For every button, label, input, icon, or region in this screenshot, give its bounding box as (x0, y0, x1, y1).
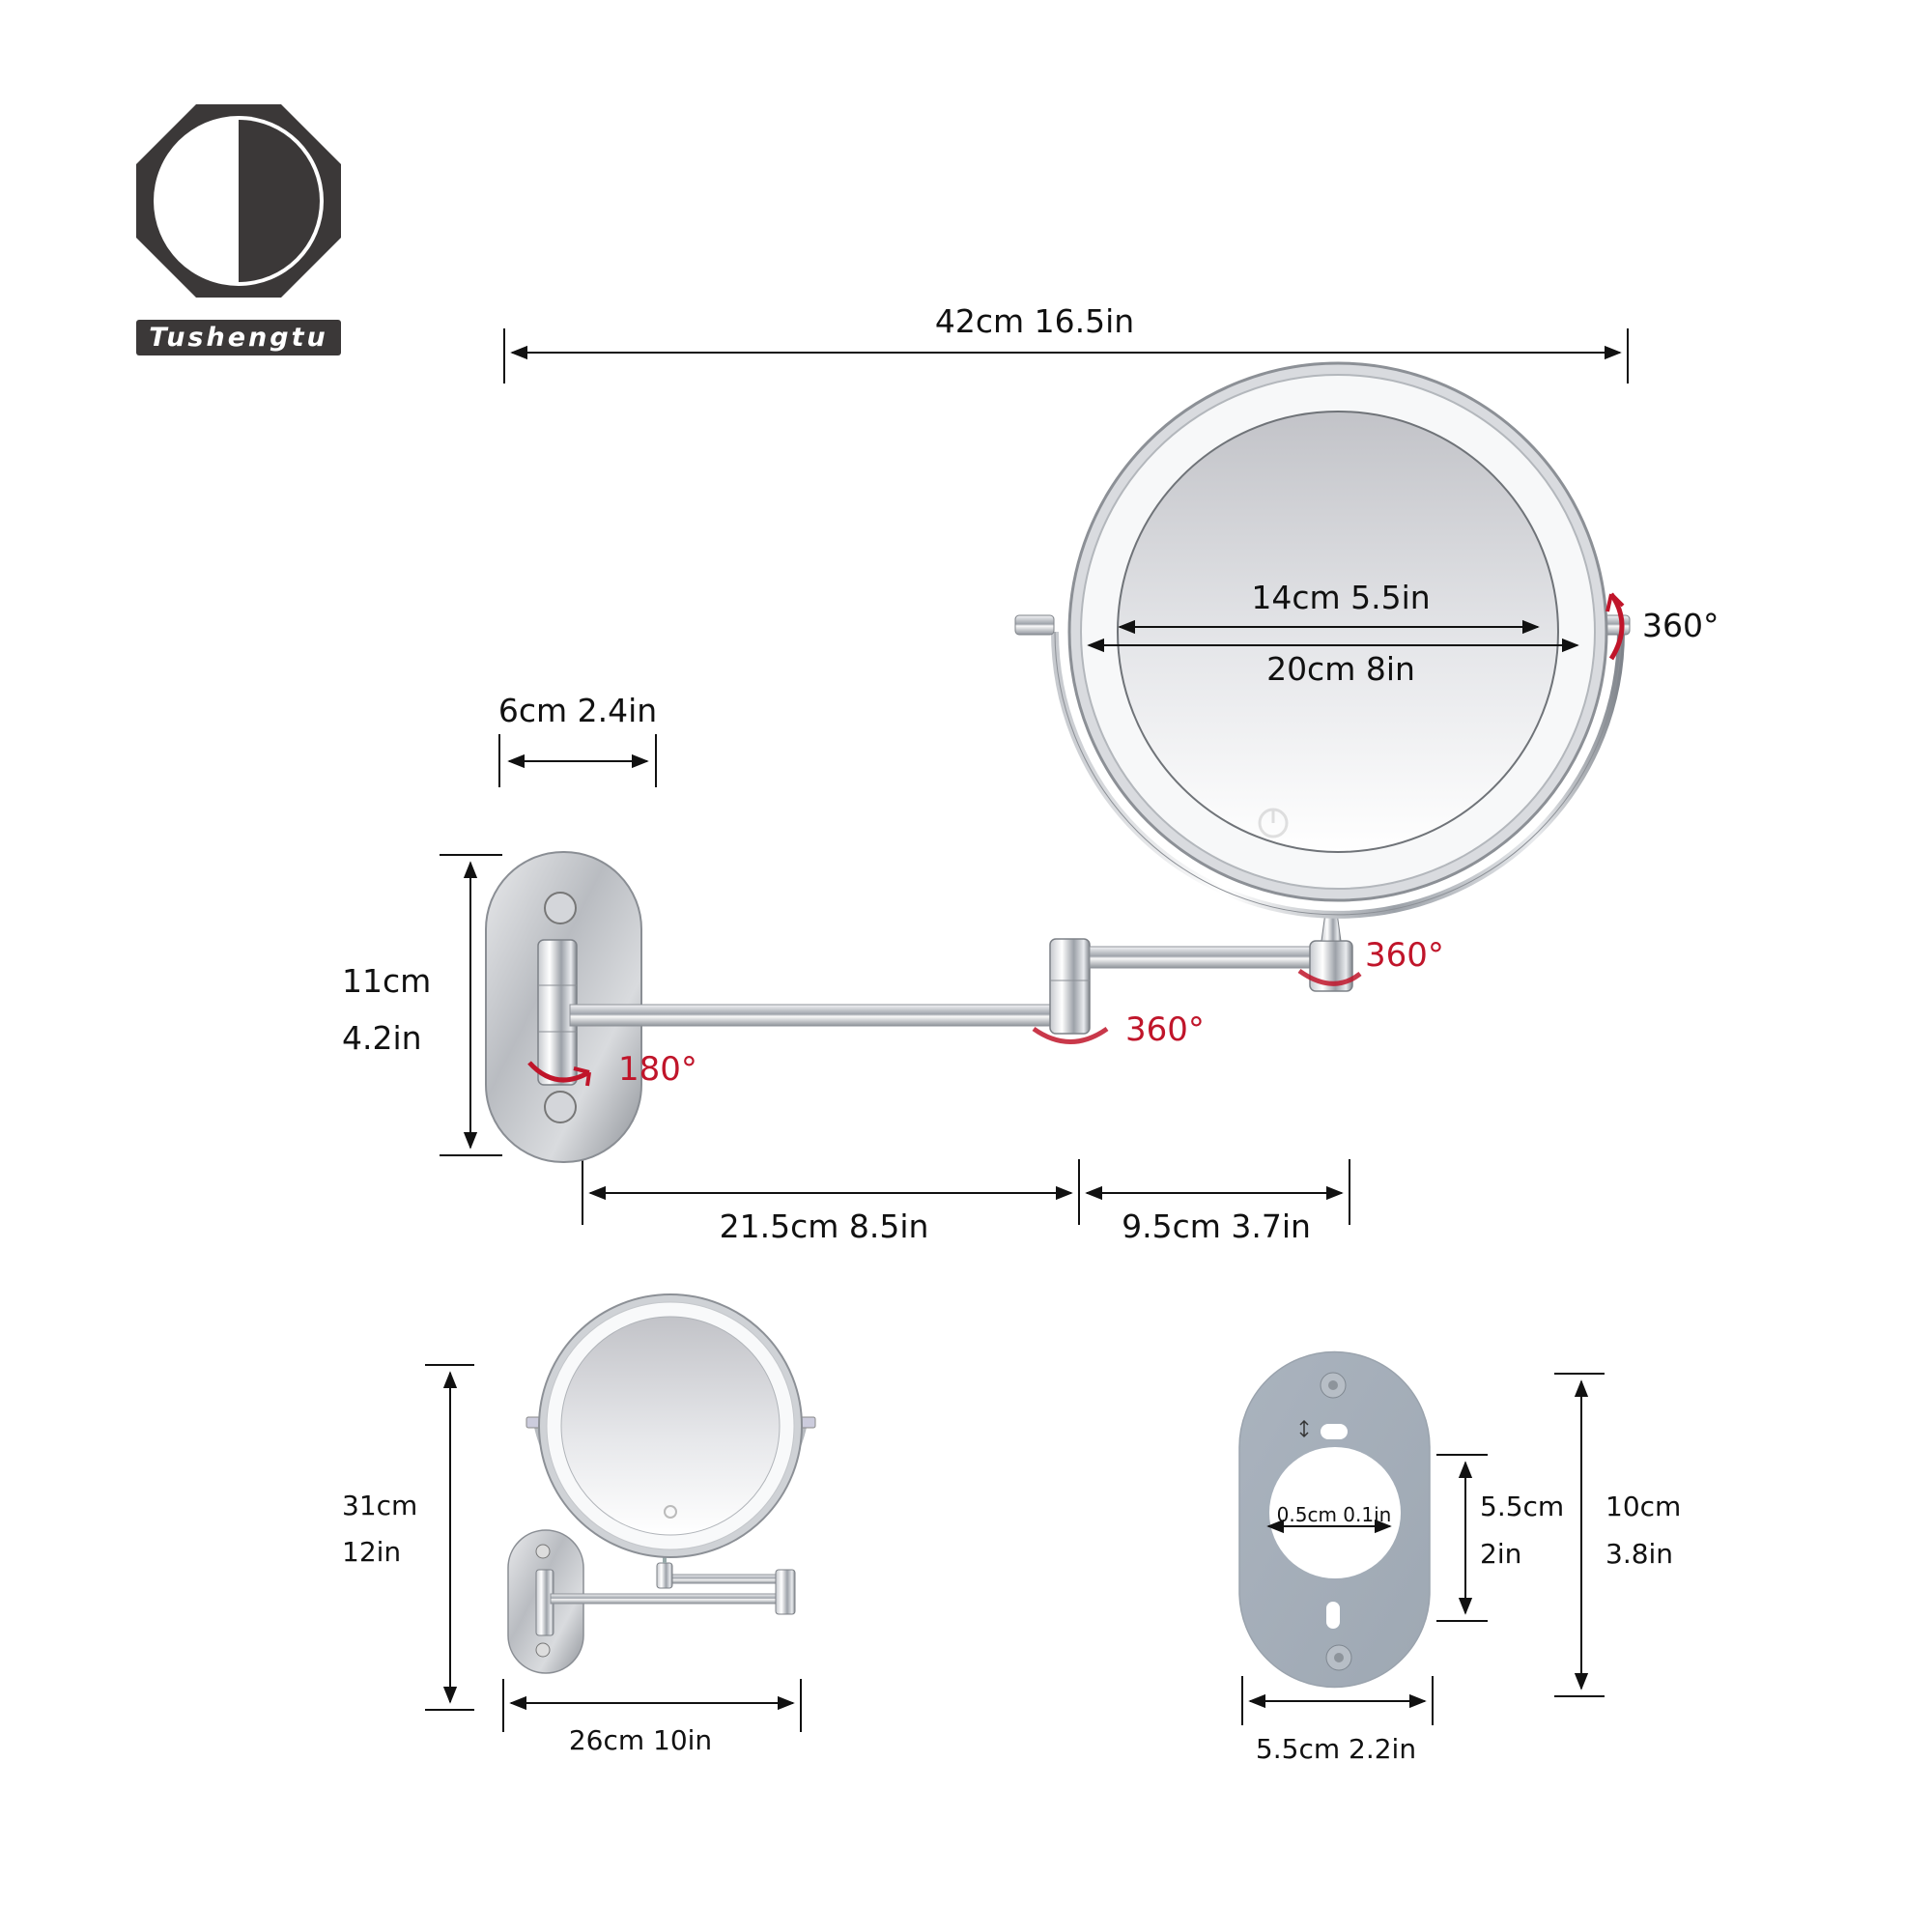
mirror-tilt-rotation-label: 360° (1642, 607, 1719, 644)
mounting-plate-view (1238, 1350, 1605, 1725)
arm-short-length-label: 9.5cm 3.7in (1122, 1208, 1311, 1245)
arm-long-length-label: 21.5cm 8.5in (719, 1208, 929, 1245)
brand-name-banner: Tushengtu (136, 320, 341, 355)
short-arm (1089, 946, 1320, 969)
compact-height-cm-label: 31cm (342, 1490, 418, 1521)
overall-length-dimension (503, 328, 1629, 384)
long-arm (569, 1004, 1078, 1027)
overall-length-label: 42cm 16.5in (934, 302, 1135, 340)
up-down-arrow-icon (1299, 1419, 1309, 1438)
plate-width-label-2: 5.5cm 2.2in (1255, 1733, 1417, 1765)
tilt-knob-left (1014, 614, 1055, 636)
plate-height-cm-label: 11cm (342, 962, 432, 1000)
main-mirror-assembly (485, 361, 1631, 1163)
plate-height-in-label: 4.2in (342, 1019, 422, 1057)
plate-height-dimension (440, 854, 502, 1156)
neck-rotation-label: 360° (1365, 936, 1444, 975)
compact-height-in-label: 12in (342, 1536, 402, 1568)
plate-height-cm-label-2: 10cm (1605, 1491, 1682, 1522)
brand-name: Tushengtu (149, 323, 328, 353)
power-touch-icon[interactable] (1258, 808, 1289, 838)
plate-width-dimension (498, 734, 657, 787)
hole-spacing-in-label: 2in (1480, 1538, 1522, 1570)
mirror-inner-diameter-label: 14cm 5.5in (1251, 579, 1431, 616)
power-touch-icon (664, 1505, 677, 1519)
elbow-joint (1049, 938, 1091, 1035)
plate-height-in-label-2: 3.8in (1605, 1538, 1674, 1570)
screw-icon (544, 1091, 577, 1123)
compact-width-label: 26cm 10in (568, 1724, 713, 1756)
compact-view (425, 1293, 816, 1732)
plate-swivel-rotation-label: 180° (618, 1050, 697, 1089)
mirror-glass (1117, 411, 1559, 853)
brand-logo (136, 104, 341, 298)
hole-spacing-cm-label: 5.5cm (1480, 1491, 1565, 1522)
hole-diameter-label: 0.5cm 0.1in (1276, 1503, 1392, 1526)
screw-icon (544, 892, 577, 924)
rotation-arrow-icon (527, 592, 1625, 1087)
plate-width-label: 6cm 2.4in (497, 692, 658, 729)
elbow-rotation-label: 360° (1125, 1010, 1205, 1049)
mirror-outer-diameter-label: 20cm 8in (1266, 650, 1415, 688)
arm-length-dimensions (582, 1159, 1350, 1225)
